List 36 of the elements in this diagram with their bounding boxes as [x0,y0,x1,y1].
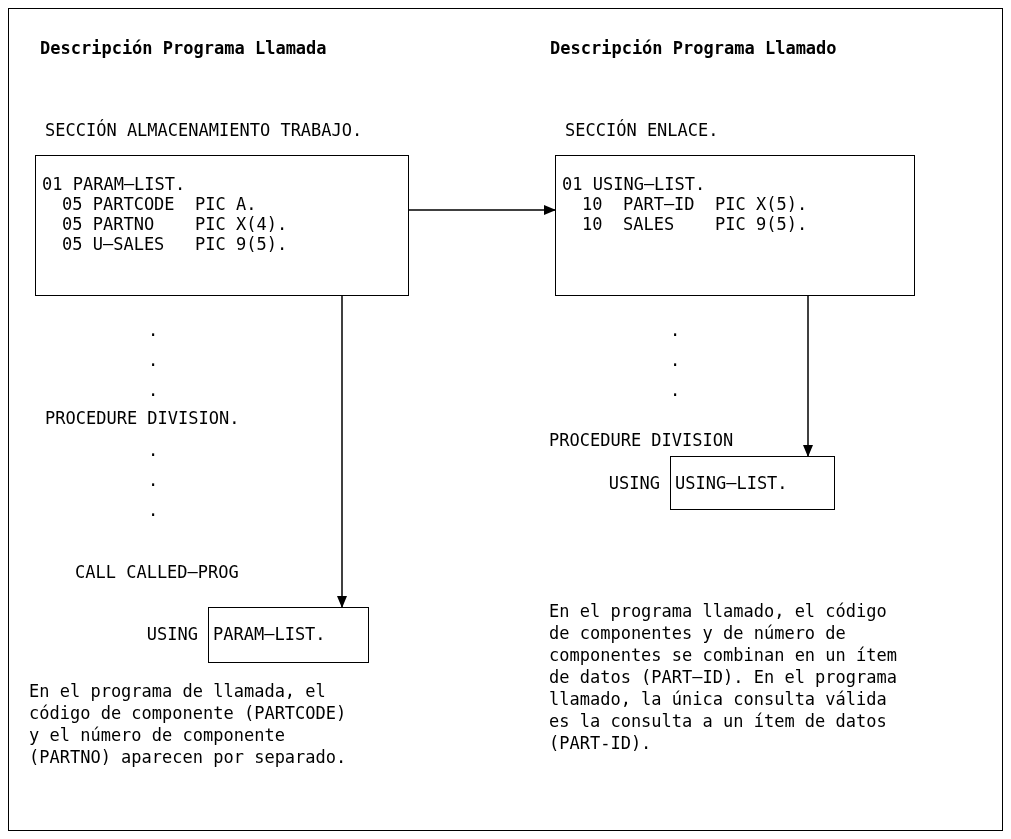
code-line: 05 U—SALES PIC 9(5). [61,234,289,254]
code-text: USING [146,624,198,644]
code-box [208,607,369,663]
ellipsis-dot: . [148,320,159,340]
note-text: En el programa de llamada, el código de componente (PARTCODE) y el número de componente (PARTNO) aparecen por separado. [29,680,348,768]
ellipsis-dot: . [148,440,159,460]
code-line: PARAM—LIST. [212,624,327,644]
ellipsis-dot: . [148,380,159,400]
code-line: USING—LIST. [674,473,789,493]
section-name: SECCIÓN ENLACE. [565,120,719,140]
ellipsis-dot: . [670,320,681,340]
arrow [803,295,813,457]
code-text: CALL CALLED—PROG [75,562,239,582]
note-text: En el programa llamado, el código de componentes y de número de componentes se combinan en un ítem de datos (PART—ID). En el programa llamado, la única consulta válida es la consulta a un ítem de datos (PART-ID). [549,600,898,754]
ellipsis-dot: . [670,380,681,400]
code-box [555,155,915,296]
code-line: 01 PARAM—LIST. [41,174,187,194]
arrow [337,295,347,608]
code-text: USING [608,473,660,493]
heading: Descripción Programa Llamada [40,38,327,58]
ellipsis-dot: . [670,350,681,370]
code-box [35,155,409,296]
code-line: 10 PART—ID PIC X(5). [581,194,809,214]
code-text: PROCEDURE DIVISION. [45,408,240,428]
section-name: SECCIÓN ALMACENAMIENTO TRABAJO. [45,120,363,140]
ellipsis-dot: . [148,470,159,490]
arrow [408,205,556,215]
code-line: 05 PARTNO PIC X(4). [61,214,289,234]
ellipsis-dot: . [148,350,159,370]
ellipsis-dot: . [148,500,159,520]
code-line: 10 SALES PIC 9(5). [581,214,809,234]
code-box [670,456,835,510]
code-text: PROCEDURE DIVISION [549,430,734,450]
code-line: 05 PARTCODE PIC A. [61,194,258,214]
heading: Descripción Programa Llamado [550,38,837,58]
code-line: 01 USING—LIST. [561,174,707,194]
